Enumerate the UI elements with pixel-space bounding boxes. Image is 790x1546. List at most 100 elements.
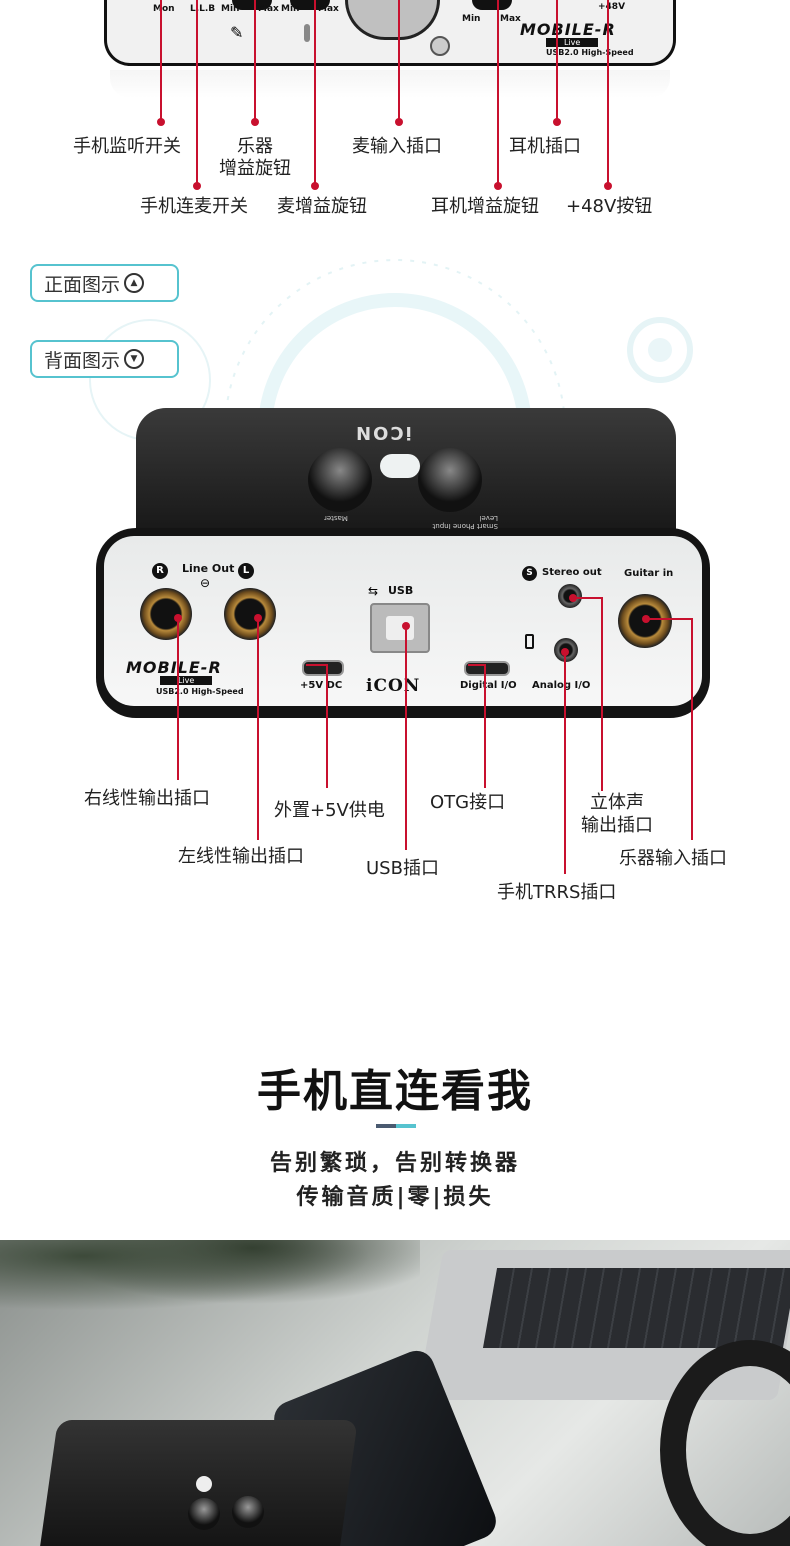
front-reflection xyxy=(110,70,670,98)
lifestyle-photo xyxy=(0,1240,790,1546)
callout-line xyxy=(691,618,693,840)
center-led xyxy=(380,454,420,478)
left-line-out-jack xyxy=(224,588,276,640)
headphone-out-icon: ⊖ xyxy=(200,576,211,590)
headphone-gain-label: 耳机增益旋钮 xyxy=(431,196,539,217)
section-subtitle-2: 传输音质|零|损失 xyxy=(296,1185,494,1210)
min-label-2: Min xyxy=(281,4,300,14)
llb-label: L.L.B xyxy=(190,4,216,14)
guitar-icon: ✎ xyxy=(230,23,244,42)
callout-line xyxy=(564,652,566,874)
section-title: 手机直连看我 xyxy=(257,1066,533,1117)
callout-dot xyxy=(395,118,403,126)
callout-line xyxy=(257,618,259,840)
phone-trrs-label: 手机TRRS插口 xyxy=(497,882,617,903)
stereo-out-label-2: 输出插口 xyxy=(581,815,653,836)
ext-power-label: 外置+5V供电 xyxy=(274,800,385,821)
callout-line xyxy=(196,0,198,186)
min-label-3: Min xyxy=(462,14,481,24)
master-knob xyxy=(308,448,372,512)
dc-label: +5V DC xyxy=(300,680,343,691)
stereo-out-label-1: 立体声 xyxy=(590,792,644,813)
instrument-gain-label-2: 增益旋钮 xyxy=(219,158,291,179)
analog-io-label: Analog I/O xyxy=(532,680,591,691)
front-view-toggle[interactable]: 正面图示 ▲ xyxy=(30,264,179,302)
callout-dot xyxy=(251,118,259,126)
front-brand-desc: USB2.0 High-Speed xyxy=(546,48,634,57)
callout-line xyxy=(405,626,407,850)
mic-gain-knob xyxy=(290,0,330,10)
mon-label: Mon xyxy=(153,4,175,14)
callout-line xyxy=(306,664,328,666)
max-label-3: Max xyxy=(500,14,521,24)
callout-line xyxy=(607,0,609,186)
callout-line xyxy=(468,664,486,666)
front-brand: MOBILE-R xyxy=(520,20,616,39)
phantom-button-label: +48V按钮 xyxy=(566,196,653,217)
phantom-label: +48V xyxy=(598,2,626,12)
front-brand-sub: Live xyxy=(546,38,599,47)
back-view-toggle[interactable]: 背面图示 ▼ xyxy=(30,340,179,378)
interface-led xyxy=(196,1476,212,1492)
callout-line xyxy=(601,597,603,791)
headphone-gain-knob xyxy=(472,0,512,10)
left-line-out-label: 左线性输出插口 xyxy=(178,846,304,867)
front-view-toggle-label: 正面图示 xyxy=(44,273,121,296)
top-logo: iCON xyxy=(354,422,412,443)
right-line-out-label: 右线性输出插口 xyxy=(84,788,210,809)
callout-dot xyxy=(569,594,577,602)
instrument-in-label: 乐器输入插口 xyxy=(619,848,727,869)
screw-icon xyxy=(430,36,450,56)
instrument-gain-label-1: 乐器 xyxy=(237,136,273,157)
usb-b-port-inner xyxy=(386,616,414,640)
phone-icon xyxy=(525,634,534,649)
laptop-keyboard xyxy=(482,1268,790,1348)
icon-logo: iCON xyxy=(366,676,421,696)
callout-line xyxy=(254,0,256,122)
callout-line xyxy=(497,0,499,186)
digital-io-label: Digital I/O xyxy=(460,680,517,691)
rear-brand-desc: USB2.0 High-Speed xyxy=(156,687,244,696)
plant-leaves xyxy=(0,1240,420,1320)
callout-line xyxy=(398,0,400,122)
callout-line xyxy=(177,618,179,780)
switch-icon xyxy=(304,24,310,42)
phone-mic-switch-label: 手机连麦开关 xyxy=(140,196,248,217)
interface-knob-right xyxy=(232,1496,264,1528)
interface-knob-left xyxy=(188,1498,220,1530)
usb-port-label: USB插口 xyxy=(366,858,439,879)
min-label-1: Min xyxy=(221,4,240,14)
callout-dot xyxy=(604,182,612,190)
callout-line xyxy=(484,664,486,788)
rear-brand-sub: Live xyxy=(160,676,213,685)
instrument-gain-knob xyxy=(232,0,272,10)
back-view-toggle-label: 背面图示 xyxy=(44,349,121,372)
input-level-knob xyxy=(418,448,482,512)
stereo-out-label: Stereo out xyxy=(542,567,602,578)
title-underline xyxy=(376,1124,416,1128)
callout-dot xyxy=(157,118,165,126)
otg-label: OTG接口 xyxy=(430,792,506,813)
guitar-in-label: Guitar in xyxy=(624,568,674,579)
callout-dot xyxy=(494,182,502,190)
mic-gain-label: 麦增益旋钮 xyxy=(277,196,367,217)
callout-line xyxy=(314,0,316,186)
stereo-badge: S xyxy=(522,566,537,581)
l-badge: L xyxy=(238,563,254,579)
input-level-label: Smart Phone Input Level xyxy=(432,514,498,530)
callout-dot xyxy=(311,182,319,190)
headphone-jack-label: 耳机插口 xyxy=(509,136,581,157)
phone-monitor-switch-label: 手机监听开关 xyxy=(73,136,181,157)
dc-port xyxy=(302,660,344,676)
callout-line xyxy=(646,618,692,620)
section-subtitle-1: 告别繁琐，告别转换器 xyxy=(269,1151,520,1176)
right-line-out-jack xyxy=(140,588,192,640)
callout-line xyxy=(574,597,602,599)
callout-dot xyxy=(553,118,561,126)
master-label: Master xyxy=(324,514,348,522)
callout-line xyxy=(556,0,558,122)
max-label-1: Max xyxy=(258,4,279,14)
front-panel-image: ✎ Mon L.L.B Min Max Min Max Min Max +48V… xyxy=(0,0,790,100)
callout-dot xyxy=(193,182,201,190)
chevron-down-icon: ▼ xyxy=(124,349,145,369)
